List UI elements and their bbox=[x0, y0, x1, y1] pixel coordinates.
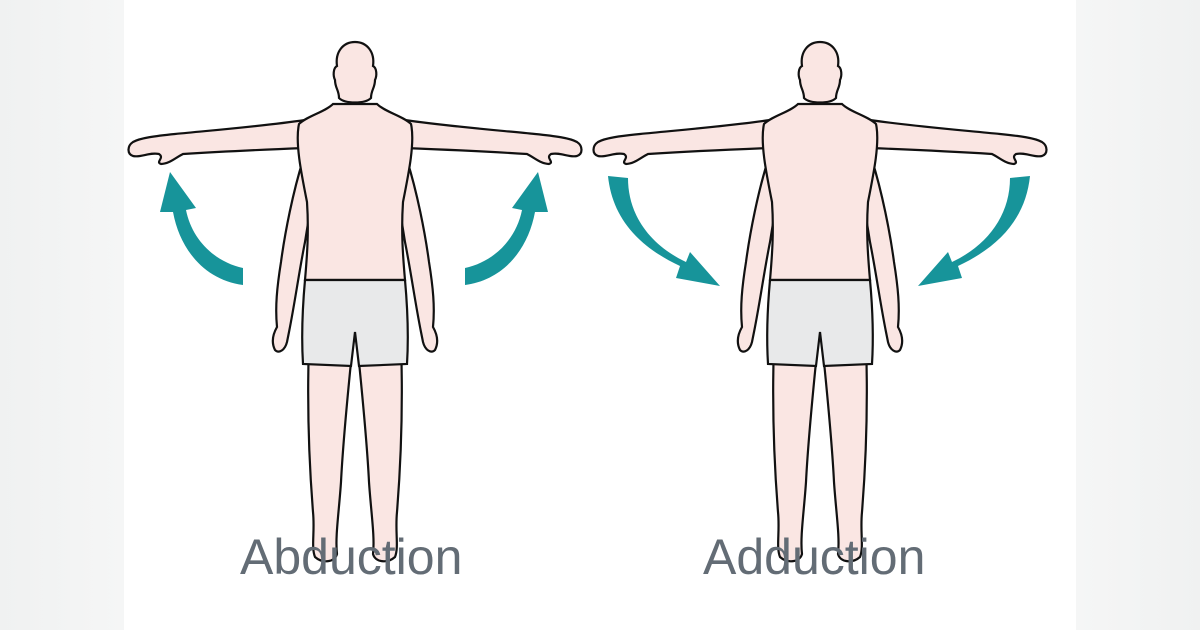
abduction-label: Abduction bbox=[240, 529, 463, 585]
abduction-figure bbox=[127, 40, 583, 563]
adduction-arrow-left bbox=[608, 176, 720, 286]
adduction-label: Adduction bbox=[703, 529, 926, 585]
abduction-arrow-left bbox=[160, 172, 243, 285]
adduction-figure bbox=[592, 40, 1048, 563]
abduction-arrow-right bbox=[465, 172, 548, 285]
adduction-arrow-right bbox=[918, 176, 1030, 286]
